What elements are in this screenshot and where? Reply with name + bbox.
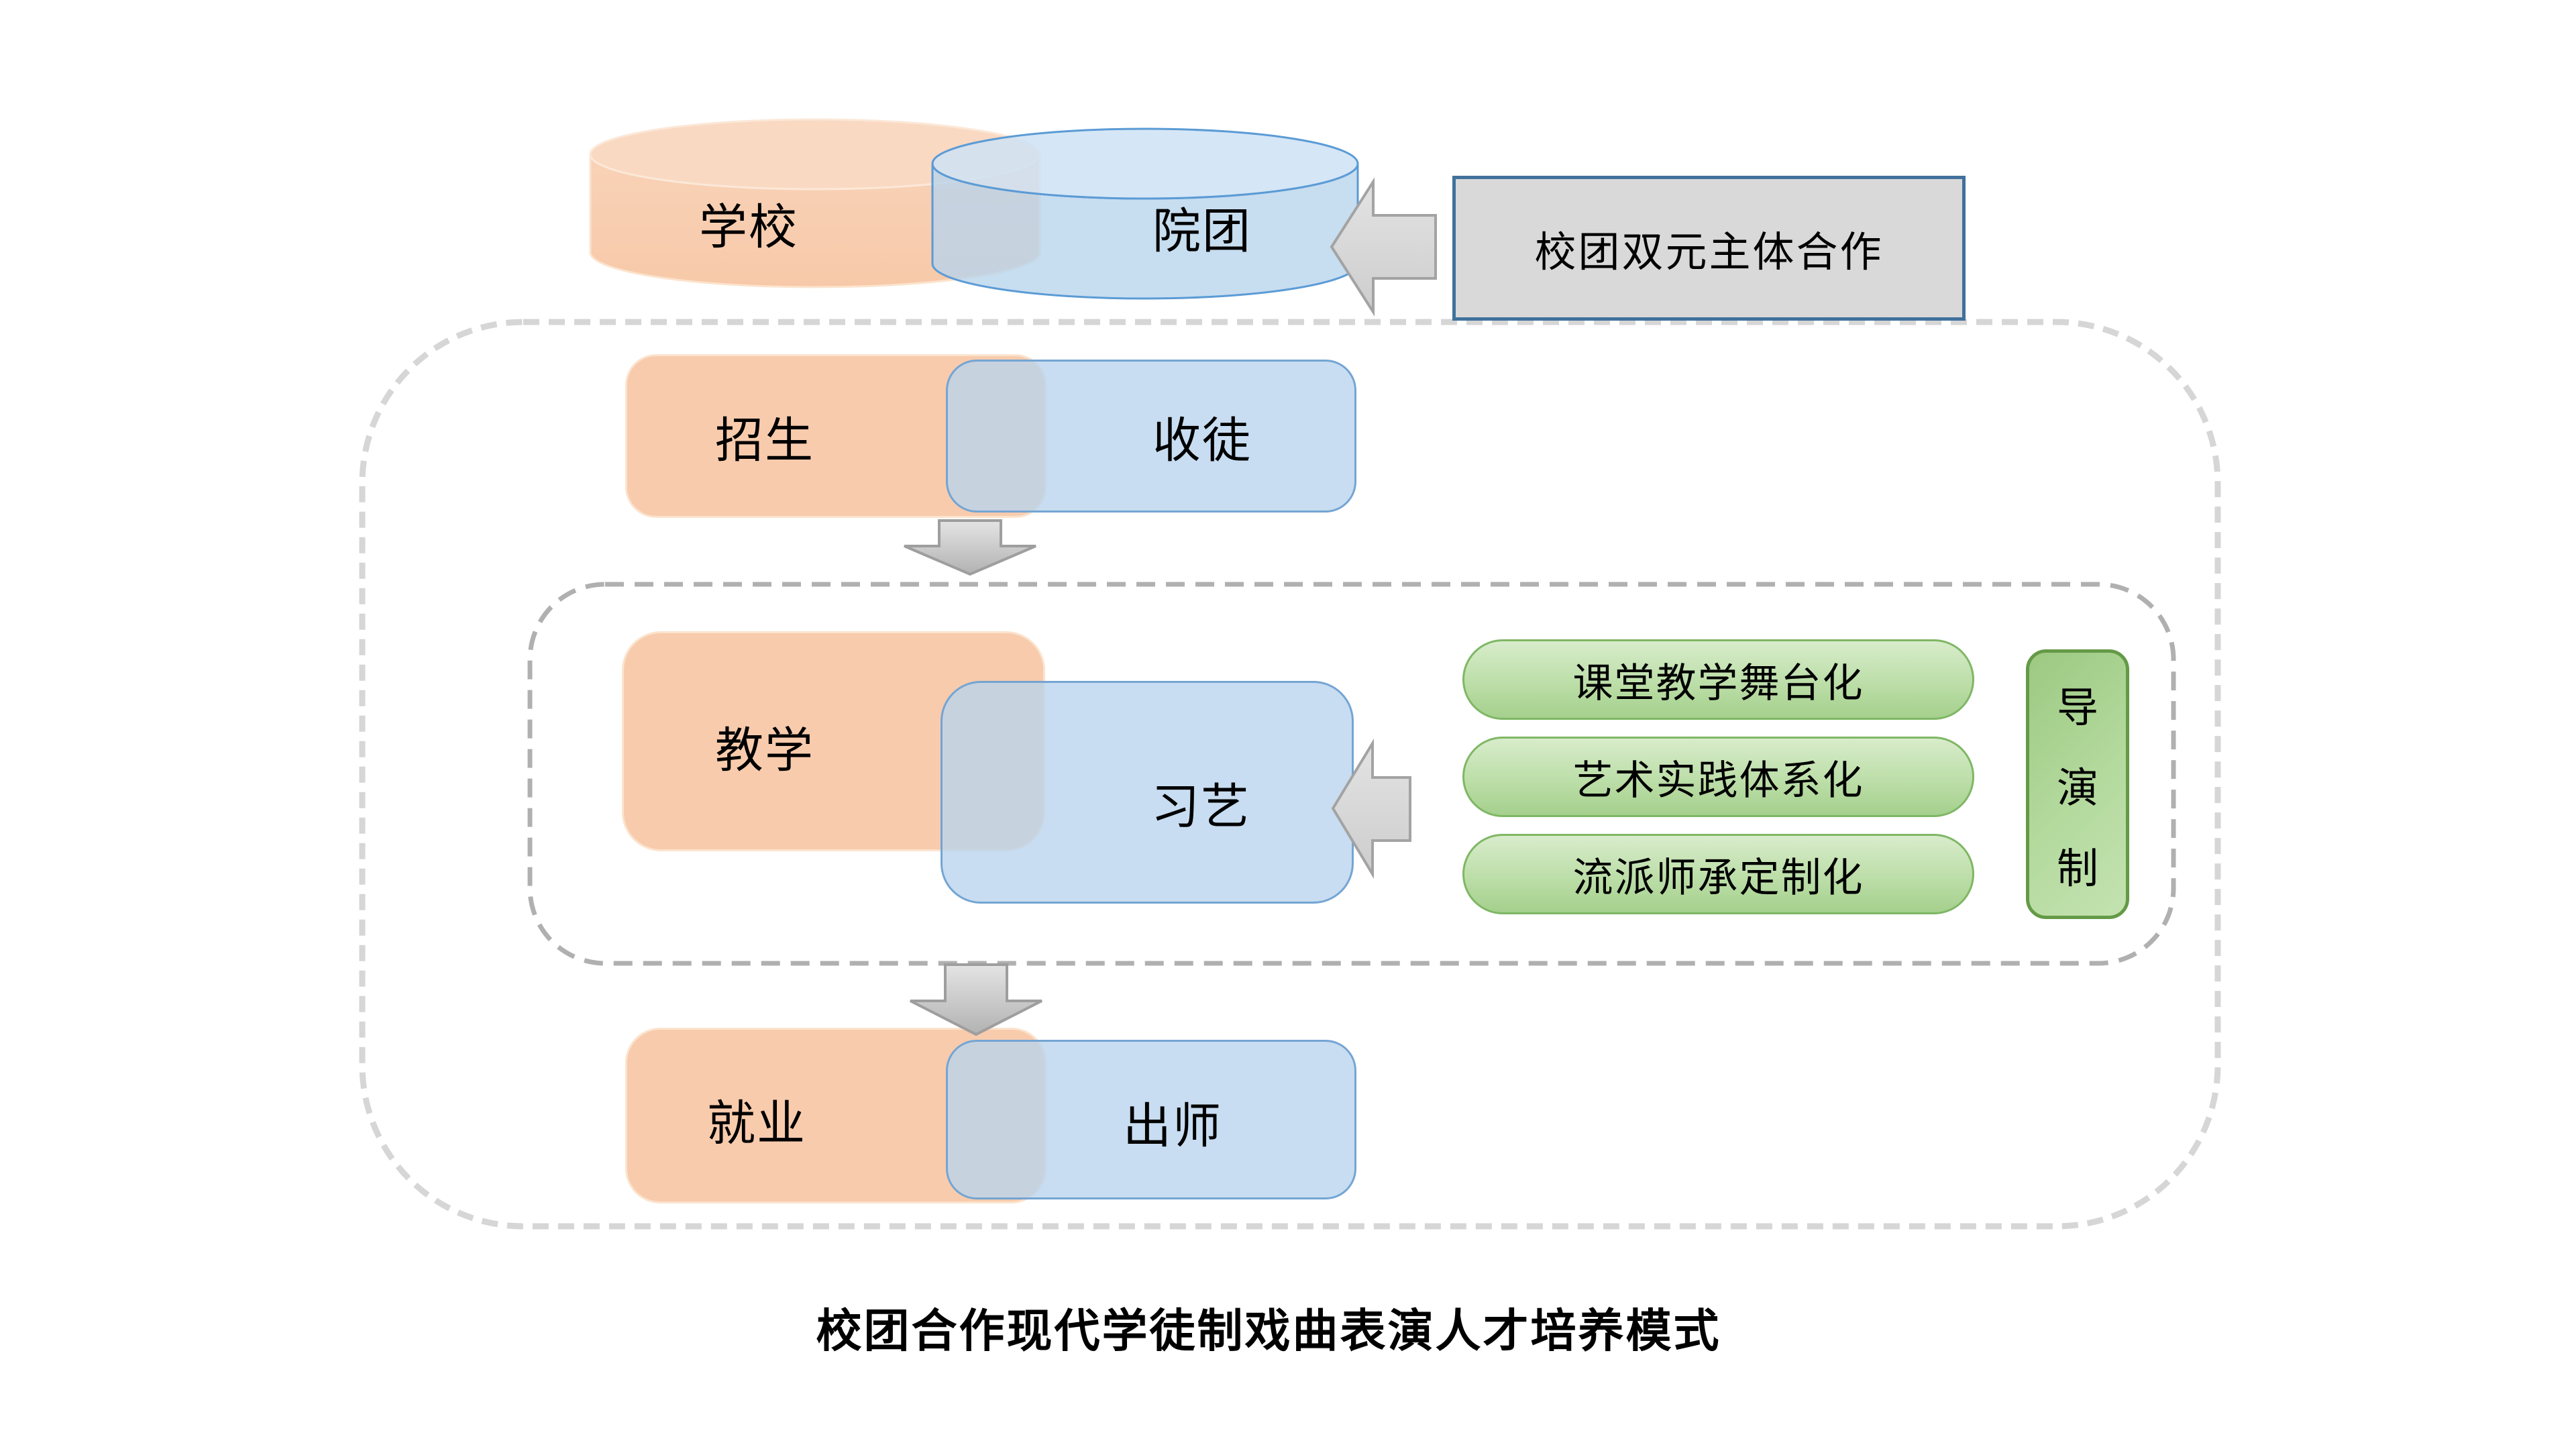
employ-troupe-box [946, 1040, 1356, 1199]
director-char-2: 演 [2056, 765, 2098, 812]
director-char-3: 制 [2056, 846, 2098, 892]
recruit-troupe-label: 收徒 [1152, 414, 1252, 468]
method-pill-practice: 艺术实践体系化 [1462, 737, 1974, 817]
recruit-school-label: 招生 [714, 414, 815, 468]
diagram-title: 校团合作现代学徒制戏曲表演人才培养模式 [816, 1305, 1721, 1357]
teach-troupe-label: 习艺 [1150, 780, 1251, 835]
troupe-cylinder [931, 127, 1359, 300]
school-label: 学校 [698, 201, 799, 255]
director-char-1: 导 [2056, 685, 2098, 731]
method-pill-mentorship: 流派师承定制化 [1462, 834, 1974, 914]
recruit-troupe-box [946, 360, 1356, 513]
employ-troupe-label: 出师 [1122, 1099, 1223, 1154]
method-pill-classroom: 课堂教学舞台化 [1462, 639, 1974, 720]
cooperation-label: 校团双元主体合作 [1534, 229, 1884, 276]
teach-troupe-box [941, 681, 1354, 904]
inner-dashed-boundary [527, 582, 2176, 966]
troupe-label: 院团 [1152, 205, 1252, 259]
employ-school-label: 就业 [706, 1097, 807, 1151]
cooperation-box: 校团双元主体合作 [1452, 176, 1966, 321]
outer-dashed-boundary [359, 319, 2221, 1230]
teach-school-label: 教学 [714, 724, 815, 778]
school-cylinder [589, 118, 1041, 288]
director-system-box: 导 演 制 [2026, 649, 2129, 919]
